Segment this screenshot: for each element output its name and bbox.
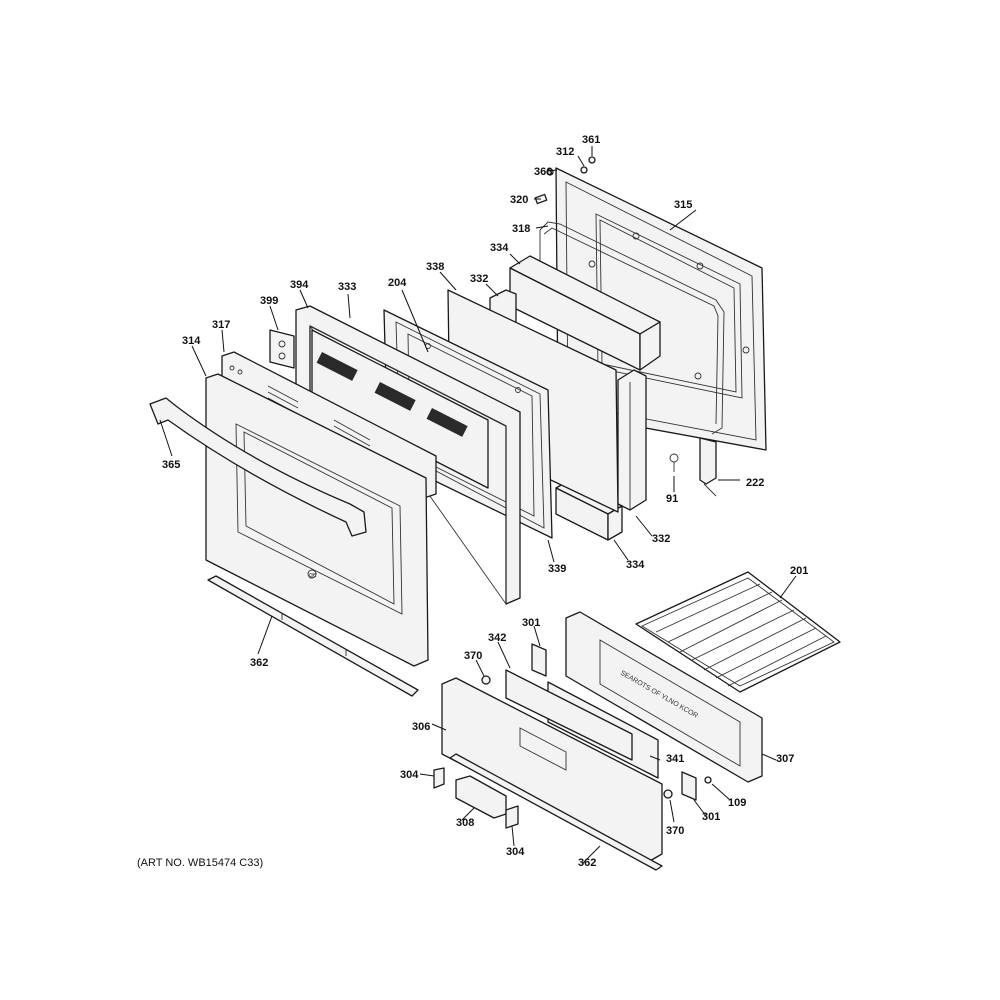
callout-333: 333 (338, 281, 356, 293)
callout-304-left: 304 (400, 769, 419, 781)
callout-362-upper: 362 (250, 657, 268, 669)
art-number: (ART NO. WB15474 C33) (137, 857, 264, 869)
callout-91: 91 (666, 493, 678, 505)
callout-361: 361 (582, 134, 600, 146)
callout-339: 339 (548, 563, 566, 575)
callout-304-right: 304 (506, 846, 525, 858)
drawer-inner-panel (505, 669, 633, 761)
clip-304-right (505, 805, 519, 829)
callout-334-top: 334 (490, 242, 509, 254)
clip-304-left (433, 767, 445, 789)
washer-lower (663, 789, 673, 799)
vent-trim-lower (449, 753, 663, 871)
callout-399: 399 (260, 295, 278, 307)
callout-204: 204 (388, 277, 407, 289)
hinge-assembly (669, 437, 717, 497)
callout-332-top: 332 (470, 273, 488, 285)
vent-trim-upper (207, 575, 419, 697)
outer-door-panel: ge (205, 373, 429, 667)
callout-320: 320 (510, 194, 528, 206)
screw-109 (704, 776, 712, 784)
oven-rack (635, 571, 841, 693)
callout-318: 318 (512, 223, 530, 235)
callout-314: 314 (182, 335, 201, 347)
callout-307: 307 (776, 753, 794, 765)
callout-338: 338 (426, 261, 444, 273)
insulation-side-right (617, 369, 647, 511)
callout-201: 201 (790, 565, 808, 577)
callout-308: 308 (456, 817, 474, 829)
callout-312: 312 (556, 146, 574, 158)
screw-361 (588, 156, 596, 164)
drawer-liner: SEAROTS OF YLNO KCOR (565, 611, 763, 783)
nut-312 (580, 166, 588, 174)
drawer-front (441, 677, 663, 863)
insulation-top (509, 255, 661, 371)
callout-366: 366 (534, 166, 552, 178)
callout-306: 306 (412, 721, 430, 733)
hinge-bracket (269, 329, 295, 369)
callout-341: 341 (666, 753, 684, 765)
callout-362-lower: 362 (578, 857, 596, 869)
callout-301-lower: 301 (702, 811, 720, 823)
leader-lines (159, 146, 797, 865)
callout-317: 317 (212, 319, 230, 331)
callout-370-lower: 370 (666, 825, 684, 837)
svg-text:ge: ge (309, 572, 317, 579)
door-handle (149, 397, 367, 537)
callout-315: 315 (674, 199, 692, 211)
drawer-clip-lower (681, 771, 697, 801)
callout-342: 342 (488, 632, 506, 644)
callout-394: 394 (290, 279, 309, 291)
callout-labels: 361 312 366 320 315 318 334 338 332 204 … (162, 134, 808, 869)
door-baffle (311, 329, 489, 489)
callout-332-bottom: 332 (652, 533, 670, 545)
callout-222: 222 (746, 477, 764, 489)
drawer-clip-upper (531, 643, 547, 677)
washer-upper (481, 675, 491, 685)
callout-301-upper: 301 (522, 617, 540, 629)
callout-334-bottom: 334 (626, 559, 645, 571)
callout-365: 365 (162, 459, 180, 471)
callout-370-upper: 370 (464, 650, 482, 662)
callout-109: 109 (728, 797, 746, 809)
